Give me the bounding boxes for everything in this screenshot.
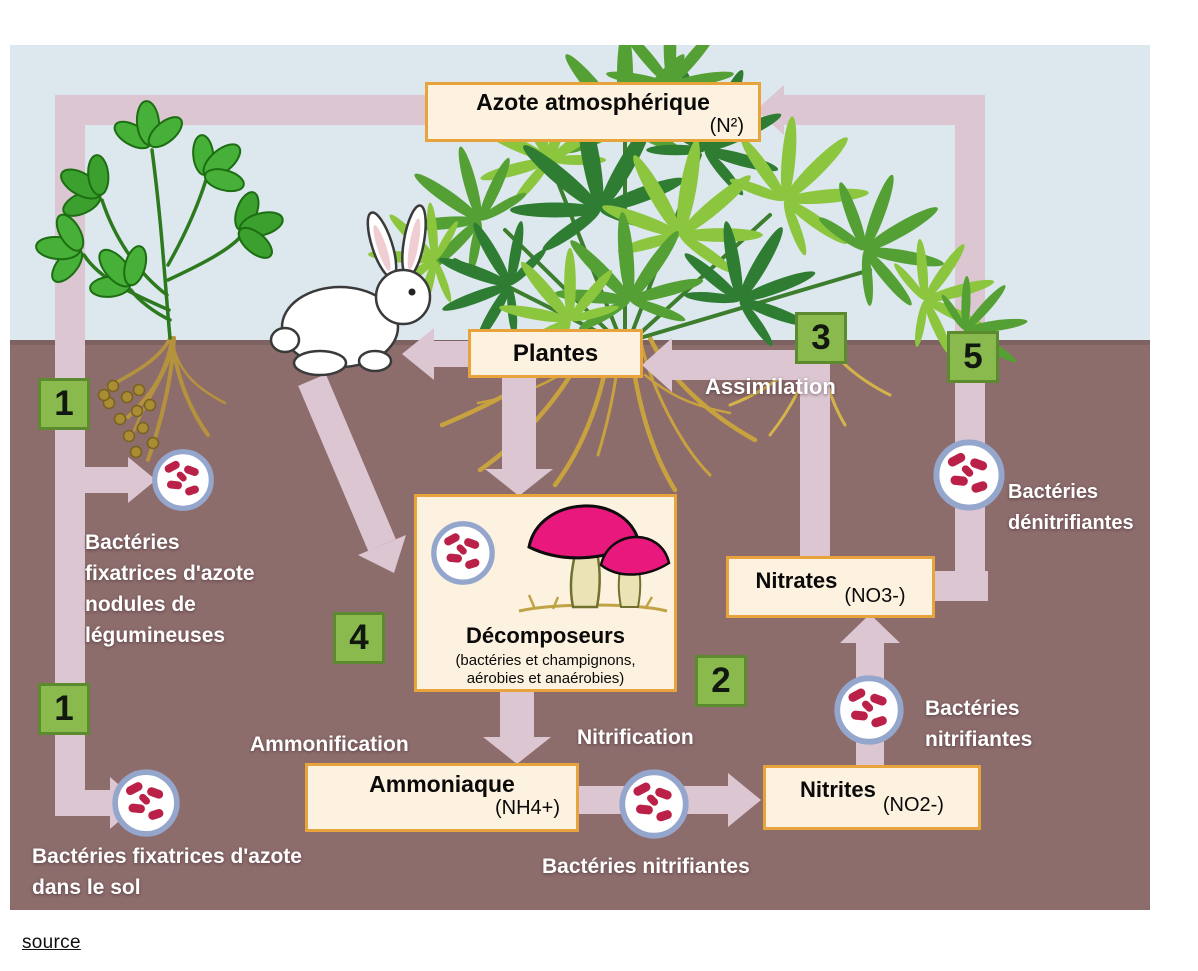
ammonia-box: Ammoniaque (NH4+): [305, 763, 579, 832]
root-nodules-icon: [97, 379, 160, 459]
ammonification-label: Ammonification: [250, 733, 409, 756]
arrow-plants-to-decomposers: [485, 378, 553, 496]
denitrifying-bacteria-label: Bactéries dénitrifiantes: [1008, 481, 1134, 534]
step-badge-5: 5: [947, 331, 999, 383]
atmospheric-nitrogen-title: Azote atmosphérique: [476, 89, 710, 115]
plants-box-title: Plantes: [512, 339, 599, 367]
assimilation-label: Assimilation: [705, 374, 836, 399]
nitrates-formula: (NO3-): [844, 585, 906, 607]
nitrates-title: Nitrates: [755, 568, 838, 593]
nitrogen-cycle-diagram: Azote atmosphérique (N²) Plantes Décompo…: [10, 45, 1150, 910]
nitrates-box: Nitrates (NO3-): [726, 556, 935, 618]
nitrites-box: Nitrites (NO2-): [763, 765, 981, 830]
arrow-ammonification: [483, 690, 551, 764]
mushrooms-icon: [518, 504, 671, 613]
bacteria-icon-nodules: [150, 447, 216, 513]
source-link[interactable]: source: [22, 932, 81, 953]
step-badge-1-soil: 1: [38, 683, 90, 735]
arrow-herbivore-to-decomposers: [298, 374, 406, 573]
rabbit-icon: [269, 204, 432, 377]
decomposers-box: Décomposeurs (bactéries et champignons, …: [414, 494, 677, 692]
atmospheric-nitrogen-formula: (N²): [709, 115, 744, 137]
decomposers-subtitle-line2: aérobies et anaérobies): [466, 670, 625, 687]
nitrites-title: Nitrites: [800, 777, 876, 802]
atmospheric-nitrogen-box: Azote atmosphérique (N²): [425, 82, 761, 142]
bacteria-icon-soil: [110, 767, 182, 839]
bacteria-icon-nitrifying-right: [832, 673, 906, 747]
plants-box: Plantes: [468, 329, 643, 378]
step-badge-3: 3: [795, 312, 847, 364]
decomposers-subtitle-line1: (bactéries et champignons,: [455, 652, 636, 669]
step-badge-2: 2: [695, 655, 747, 707]
step-badge-1-nodules: 1: [38, 378, 90, 430]
step-badge-4: 4: [333, 612, 385, 664]
hemp-plant-icon: [363, 45, 1035, 387]
bacteria-icon-decomposers: [429, 519, 497, 587]
soil-bacteria-label: Bactéries fixatrices d'azote dans le sol: [32, 845, 302, 899]
ammonia-formula: (NH4+): [494, 797, 560, 819]
legume-plant-icon: [31, 96, 294, 340]
ammonia-title: Ammoniaque: [369, 771, 515, 797]
nitrites-formula: (NO2-): [882, 794, 944, 816]
bacteria-icon-denitrifying: [931, 437, 1007, 513]
decomposers-title: Décomposeurs: [466, 623, 625, 648]
nitrifying-bacteria-right-label: Bactéries nitrifiantes: [925, 697, 1033, 751]
nitrification-label: Nitrification: [577, 726, 694, 749]
nodule-bacteria-label: Bactéries fixatrices d'azote nodules de …: [85, 531, 255, 647]
nitrifying-bacteria-bottom-label: Bactéries nitrifiantes: [542, 855, 750, 878]
arrow-plants-to-herbivore: [402, 328, 468, 380]
bacteria-icon-nitrifying-mid: [617, 767, 691, 841]
